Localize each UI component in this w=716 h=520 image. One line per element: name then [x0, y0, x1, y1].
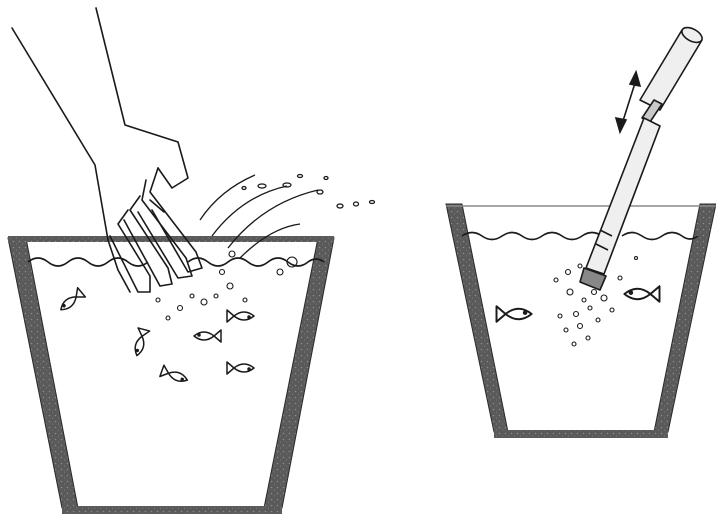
bubble [576, 322, 584, 330]
left-bucket-right-wall [263, 237, 335, 509]
right-bucket-bottom [494, 430, 668, 438]
bubble [213, 293, 219, 299]
droplet [368, 199, 376, 205]
bubble [581, 297, 587, 303]
fish-icon [495, 305, 533, 323]
fish-icon [134, 327, 151, 357]
left-bubbles [155, 250, 298, 321]
splash-streak [239, 223, 301, 259]
left-bucket-left-wall [7, 237, 79, 509]
splash [199, 173, 376, 259]
bubble [595, 317, 601, 323]
droplet [241, 185, 247, 191]
droplet [336, 203, 344, 209]
bubble [571, 341, 577, 347]
right-fish-group [495, 285, 661, 323]
fish-icon [623, 285, 661, 303]
bubble [228, 250, 236, 258]
left-bucket-bottom [62, 506, 282, 514]
bubble [155, 297, 161, 303]
bubble [242, 297, 248, 303]
bubble [572, 310, 580, 318]
fish-icon [159, 364, 189, 382]
fish-icon [60, 287, 87, 311]
pump-tube [585, 117, 661, 275]
droplet [296, 173, 304, 179]
droplet [257, 183, 267, 189]
bubble [189, 293, 195, 299]
droplet [323, 175, 329, 181]
bubble [577, 263, 583, 269]
bubble [226, 282, 234, 290]
right-water-surface [461, 231, 699, 241]
droplet [352, 201, 360, 207]
bubble [276, 268, 284, 276]
right-panel [445, 26, 716, 438]
left-panel [7, 7, 376, 514]
bubble [218, 268, 226, 276]
left-bucket [7, 236, 335, 514]
bubble [553, 277, 559, 283]
bubble [609, 307, 615, 313]
bubble [617, 275, 623, 281]
fish-icon [226, 361, 255, 375]
bubble [600, 294, 608, 302]
up-down-arrow-icon [614, 69, 642, 135]
bubble [286, 256, 298, 268]
bubble [563, 327, 569, 333]
droplet [282, 182, 292, 188]
left-water-surface [27, 257, 325, 267]
bubble [165, 315, 171, 321]
bubble [200, 298, 208, 306]
fish-icon [226, 309, 255, 323]
splash-streak [211, 185, 288, 237]
pump-nozzle [579, 267, 607, 291]
bubble [566, 288, 574, 296]
bubble [585, 335, 591, 341]
left-fish-group [60, 287, 255, 382]
splash-streak [199, 174, 256, 221]
bubble [557, 313, 563, 319]
bubble [590, 288, 598, 296]
bubble [633, 255, 639, 261]
droplet [316, 189, 324, 195]
hand-icon [11, 7, 203, 293]
right-bubbles [553, 255, 639, 347]
fish-icon [193, 329, 222, 343]
right-bucket [445, 203, 716, 438]
bubble [564, 268, 572, 276]
bubble [176, 304, 184, 312]
air-pump-icon [579, 26, 703, 291]
bubble [587, 305, 593, 311]
splash-streak [227, 189, 319, 249]
